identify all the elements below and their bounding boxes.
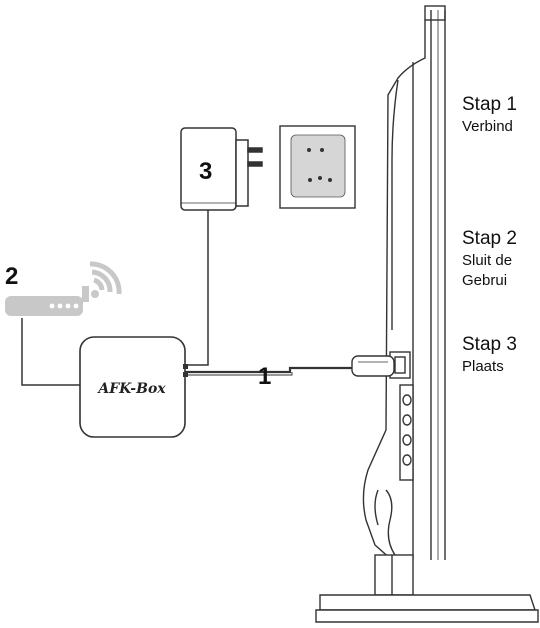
cables (21, 210, 352, 386)
step-1-text: Verbind (462, 118, 513, 135)
tv-side-view (315, 5, 539, 623)
wall-outlet-icon (279, 125, 356, 209)
label-power-number: 3 (199, 158, 212, 185)
router-icon (5, 261, 122, 316)
label-hdmi-number: 1 (258, 363, 271, 390)
step-1-title: Stap 1 (462, 94, 517, 115)
step-3-title: Stap 3 (462, 334, 517, 355)
device-brand-label: AFK-Box (96, 381, 166, 397)
step-2-text-line-1: Sluit de (462, 252, 513, 269)
step-3-text: Plaats (462, 358, 504, 375)
step-2-title: Stap 2 (462, 228, 517, 249)
afk-box-device: AFK-Box (79, 336, 188, 438)
label-router-number: 2 (5, 263, 18, 290)
hdmi-plug-icon (351, 355, 395, 377)
power-adapter-icon (180, 127, 263, 211)
step-2-text-line-2: Gebrui (462, 272, 508, 289)
